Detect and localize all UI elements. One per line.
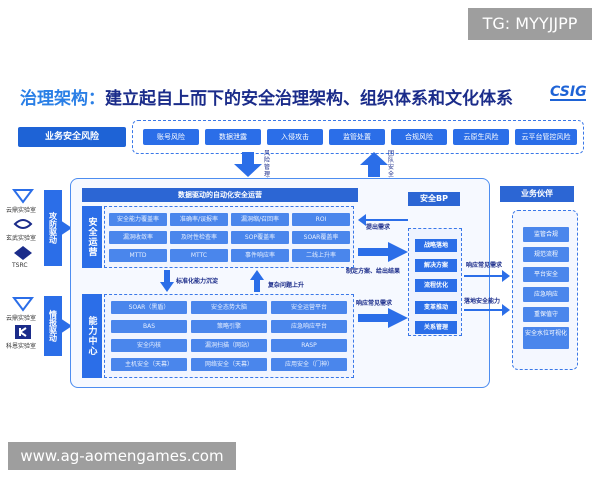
capability-item: BAS [111,320,187,333]
ops-metric: SOP覆盖率 [231,231,289,244]
bp-item: 解决方案 [415,259,457,272]
bp-item: 关系管理 [415,321,457,334]
capability-item: 安全运营平台 [271,301,347,314]
csig-logo: CSIG [550,84,587,101]
lab-name: 云鼎实验室 [6,207,37,214]
title-prefix: 治理架构： [20,89,105,109]
partner-item: 平台安全 [523,267,569,282]
partner-item: 监管合规 [523,227,569,242]
lab-icon-2 [13,219,33,229]
partner-item: 规范流程 [523,247,569,262]
right-arrow-icon [464,270,510,282]
capability-item: 安全内核 [111,339,187,352]
ops-metric: MTTC [170,249,228,262]
ops-metric: ROI [292,213,350,226]
lab-name: 科恩实验室 [6,343,37,350]
business-partner-header: 业务伙伴 [500,186,574,202]
right-arrow-icon [464,304,510,316]
down-arrow-icon [234,152,262,177]
security-ops-grid: 安全能力覆盖率 准确率/误报率 漏洞缩/召回率 ROI 漏洞收敛率 及时性检查率… [104,206,354,268]
risk-item: 合规风险 [391,129,447,145]
ops-metric: 二线上升率 [292,249,350,262]
capability-item: 主机安全（天幕） [111,358,187,371]
ops-metric: SOAR覆盖率 [292,231,350,244]
risk-item: 云原生风险 [453,129,509,145]
business-partner-box: 监管合规 规范流程 平台安全 应急响应 重保值守 安全水位可视化 [512,210,578,370]
capability-item: 应用安全（门神） [271,358,347,371]
partner-item: 应急响应 [523,287,569,302]
down-arrow-icon [160,270,174,292]
ops-metric: 安全能力覆盖率 [109,213,167,226]
raise-demand-label: 提出需求 [366,224,391,231]
risk-item: 监管处置 [329,129,385,145]
lab-name: TSRC [12,262,28,269]
lab-icon-3 [14,246,32,260]
business-risk-strip: 账号风险 数据泄露 入侵攻击 监管处置 合规风险 云原生风险 云平台管控风险 [132,120,584,154]
capability-item: 应急响应平台 [271,320,347,333]
partner-respond-label: 响应常见需求 [466,262,503,269]
attack-driven-label: 攻防驱动 [44,190,62,266]
risk-item: 账号风险 [143,129,199,145]
watermark-top: TG: MYYJJPP [468,8,592,40]
risk-item: 云平台管控风险 [515,129,577,145]
lab-name: 玄武实验室 [6,235,37,242]
respond-demand-label: 响应常见需求 [356,300,393,307]
lab-name: 云鼎实验室 [6,315,37,322]
risk-item: 入侵攻击 [267,129,323,145]
right-arrow-icon [60,220,72,236]
capability-item: SOAR（黑盾） [111,301,187,314]
security-bp-box: 战略落地 解决方案 流程优化 变革推动 关系管理 [408,228,462,336]
capability-item: 安全态势大脑 [191,301,267,314]
bp-item: 变革推动 [415,301,457,314]
security-ops-tab: 安全运营 [82,206,102,268]
left-arrow-icon [358,214,408,226]
plan-result-label: 制定方案、给出结果 [346,268,401,275]
right-arrow-icon [358,308,408,328]
escalate-label: 复杂问题上升 [268,282,305,289]
ops-metric: 漏洞收敛率 [109,231,167,244]
up-arrow-icon [360,152,388,177]
lab-icon-5 [15,325,31,339]
watermark-bottom: www.ag-aomengames.com [8,442,236,470]
ops-metric: 准确率/误报率 [170,213,228,226]
capability-item: 策略引擎 [191,320,267,333]
capability-item: 漏洞扫描（网站） [191,339,267,352]
ops-metric: 漏洞缩/召回率 [231,213,289,226]
right-arrow-icon [358,242,408,262]
lab-icon-4 [12,297,34,312]
ops-metric: MTTD [109,249,167,262]
capability-center-tab: 能力中心 [82,294,102,378]
capability-landing-label: 落地安全能力 [464,298,501,305]
security-bp-header: 安全BP [408,192,460,206]
capability-item: 网络安全（天幕） [191,358,267,371]
intel-driven-label: 情报驱动 [44,296,62,356]
business-risk-label: 业务安全风险 [18,127,126,147]
ops-metric: 及时性检查率 [170,231,228,244]
right-arrow-icon [60,318,72,334]
bp-item: 流程优化 [415,279,457,292]
page-title: 治理架构：建立起自上而下的安全治理架构、组织体系和文化体系 [20,84,513,109]
automation-header: 数据驱动的自动化安全运营 [82,188,358,202]
bp-item: 战略落地 [415,239,457,252]
standardize-label: 标准化能力沉淀 [176,278,219,285]
capability-item: RASP [271,339,347,352]
partner-item: 重保值守 [523,307,569,322]
title-main: 建立起自上而下的安全治理架构、组织体系和文化体系 [105,89,513,109]
risk-item: 数据泄露 [205,129,261,145]
up-arrow-icon [250,270,264,292]
ops-metric: 事件响应率 [231,249,289,262]
logo-text: CSIG [550,84,587,100]
partner-item: 安全水位可视化 [523,327,569,349]
capability-grid: SOAR（黑盾） 安全态势大脑 安全运营平台 BAS 策略引擎 应急响应平台 安… [104,294,354,378]
lab-icon-1 [12,189,34,204]
